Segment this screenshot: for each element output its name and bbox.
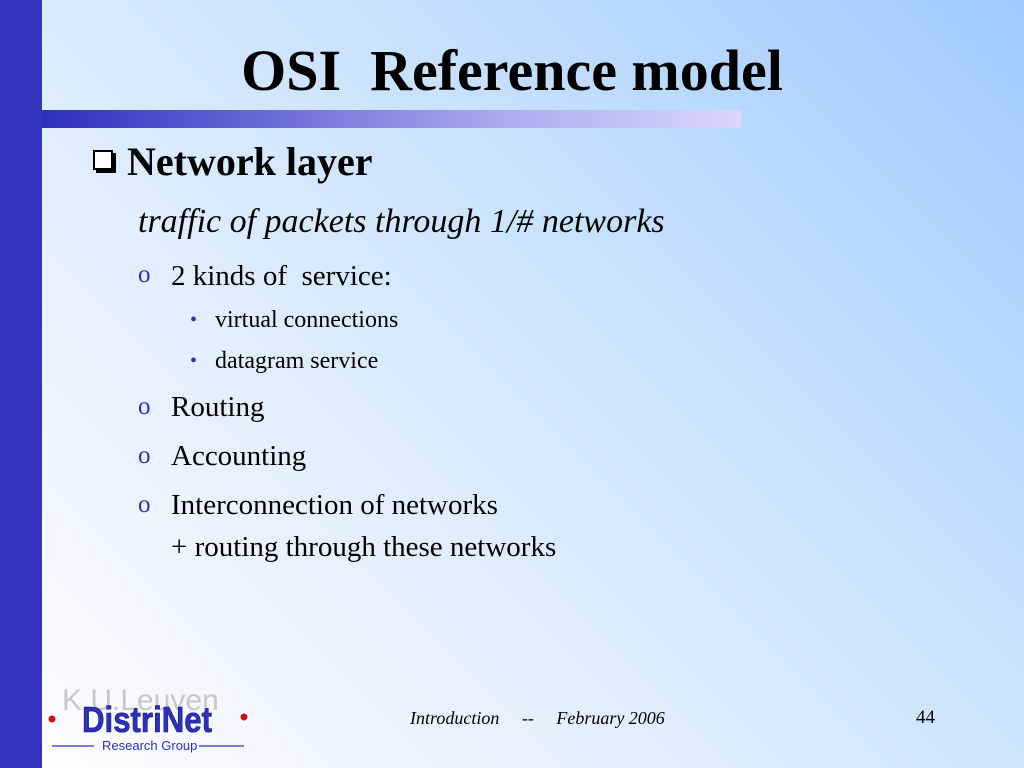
- logo-left-dot: [48, 715, 56, 723]
- list-item: 2 kinds of service:: [171, 260, 392, 292]
- list-item-continuation: + routing through these networks: [171, 531, 557, 563]
- page-number: 44: [916, 707, 935, 728]
- list-item: Routing: [171, 391, 265, 423]
- left-accent-band: [0, 0, 42, 768]
- list-item: Interconnection of networks: [171, 489, 498, 521]
- slide-title: OSI Reference model: [241, 38, 783, 103]
- circle-bullet-icon: o: [138, 491, 151, 518]
- footer-date: February 2006: [556, 708, 665, 728]
- logo-watermark: K.U.Leuven: [62, 684, 219, 717]
- circle-bullet-icon: o: [138, 393, 151, 420]
- sub-list-item: datagram service: [215, 348, 379, 374]
- logo-name: DistriNet: [82, 699, 212, 740]
- circle-bullet-icon: o: [138, 442, 151, 469]
- footer-topic: Introduction: [410, 708, 500, 728]
- title-underline-bar: [42, 110, 742, 128]
- footer-separator: --: [521, 708, 534, 728]
- list-item: Accounting: [171, 440, 307, 472]
- footer-info: Introduction -- February 2006: [410, 706, 665, 730]
- logo-tagline: Research Group: [102, 738, 197, 753]
- square-bullet-icon: [93, 150, 113, 170]
- section-heading: Network layer: [127, 139, 373, 184]
- dot-bullet-icon: •: [190, 309, 198, 331]
- section-subtitle: traffic of packets through 1/# networks: [138, 203, 665, 240]
- dot-bullet-icon: •: [190, 350, 198, 372]
- logo-right-dot: [240, 713, 248, 721]
- distrinet-logo: K.U.Leuven DistriNet Research Group: [48, 684, 248, 753]
- sub-list-item: virtual connections: [215, 307, 399, 333]
- circle-bullet-icon: o: [138, 261, 151, 288]
